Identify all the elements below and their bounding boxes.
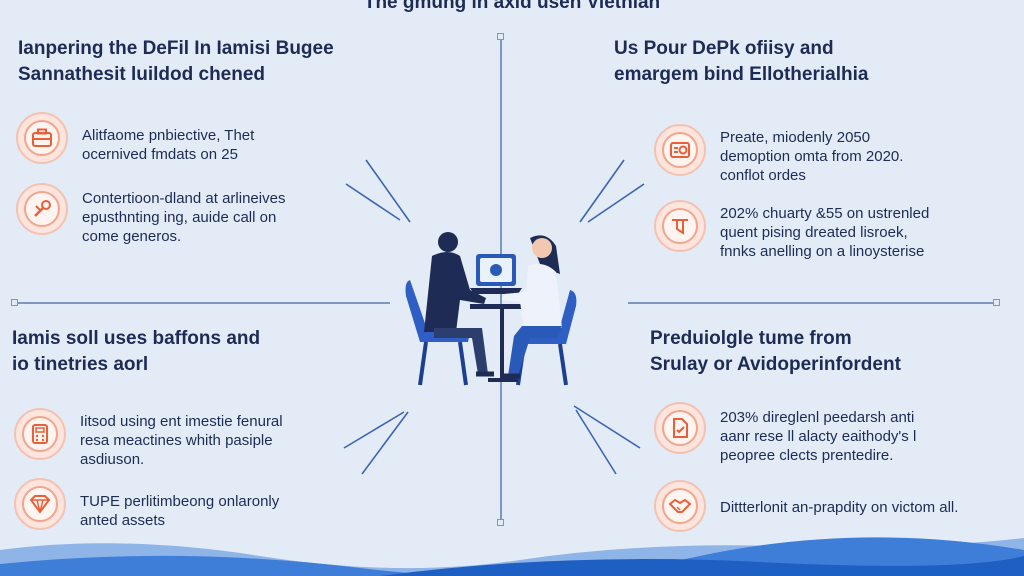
- briefcase-icon: [32, 128, 52, 147]
- list-item-bottom-left-2: TUPE perlitimbeong onlaronly anted asset…: [14, 478, 279, 530]
- icon-badge: [654, 124, 706, 176]
- arrow-bottom-left-a: [361, 411, 409, 475]
- icon-badge: [16, 183, 68, 235]
- arrow-top-left-b: [345, 183, 401, 221]
- arrow-bottom-right-b: [573, 405, 641, 449]
- arrow-bottom-right-a: [575, 409, 617, 475]
- list-item-bottom-right-2: Dittterlonit an-prapdity on victom all.: [654, 480, 958, 532]
- icon-badge: [654, 402, 706, 454]
- man-body: [424, 252, 486, 332]
- icon-badge: [654, 480, 706, 532]
- document-icon: [673, 418, 688, 438]
- woman-body: [502, 264, 562, 328]
- section-heading-top-right: Us Pour DePk ofiisy and emargem bind Ell…: [614, 38, 869, 85]
- list-item-top-left-1: Alitfaome pnbiective, Thet ocernived fmd…: [16, 112, 254, 164]
- chart-icon: [670, 142, 690, 158]
- arrow-top-right-b: [587, 183, 645, 223]
- people-at-computer-illustration: [405, 232, 577, 386]
- section-heading-bottom-right: Preduiolgle tume from Srulay or Avidoper…: [650, 328, 901, 375]
- axis-tick-top: [497, 33, 504, 40]
- left-chair: [405, 280, 470, 342]
- list-item-bottom-right-1: 203% direglenl peedarsh anti aanr rese l…: [654, 402, 916, 465]
- list-item-top-left-2: Contertioon-dland at arlineives epusthnt…: [16, 183, 285, 246]
- icon-badge: [14, 408, 66, 460]
- icon-badge: [14, 478, 66, 530]
- icon-badge: [16, 112, 68, 164]
- horizontal-axis-line-left: [14, 302, 390, 304]
- calculator-icon: [32, 424, 48, 444]
- man-head: [438, 232, 458, 252]
- right-chair: [518, 290, 577, 344]
- handshake-icon: [668, 498, 692, 513]
- woman-head: [532, 238, 552, 258]
- arrow-bottom-left-b: [343, 411, 405, 449]
- list-item-top-right-1: Preate, miodenly 2050 demoption omta fro…: [654, 124, 903, 185]
- horizontal-axis-line-right: [628, 302, 998, 304]
- list-item-bottom-left-1: Iitsod using ent imestie fenural resa me…: [14, 408, 283, 469]
- axis-tick-right: [993, 299, 1000, 306]
- arrow-top-right-a: [579, 159, 625, 223]
- section-heading-bottom-left: Iamis soll uses baffons and io tinetries…: [12, 328, 261, 375]
- wrench-icon: [34, 200, 51, 217]
- pipe-icon: [672, 219, 688, 235]
- diamond-icon: [29, 495, 51, 514]
- icon-badge: [654, 200, 706, 252]
- decorative-waves: [0, 537, 1024, 576]
- section-heading-top-left: Ianpering the DeFil In Iamisi Bugee Sann…: [18, 38, 334, 85]
- list-item-top-right-2: 202% chuarty &55 on ustrenled quent pisi…: [654, 200, 929, 261]
- table: [470, 304, 536, 309]
- page-title: The gmung in axid usen Vietnian: [363, 0, 661, 13]
- axis-tick-bottom: [497, 519, 504, 526]
- arrow-top-left-a: [365, 159, 411, 223]
- axis-tick-left: [11, 299, 18, 306]
